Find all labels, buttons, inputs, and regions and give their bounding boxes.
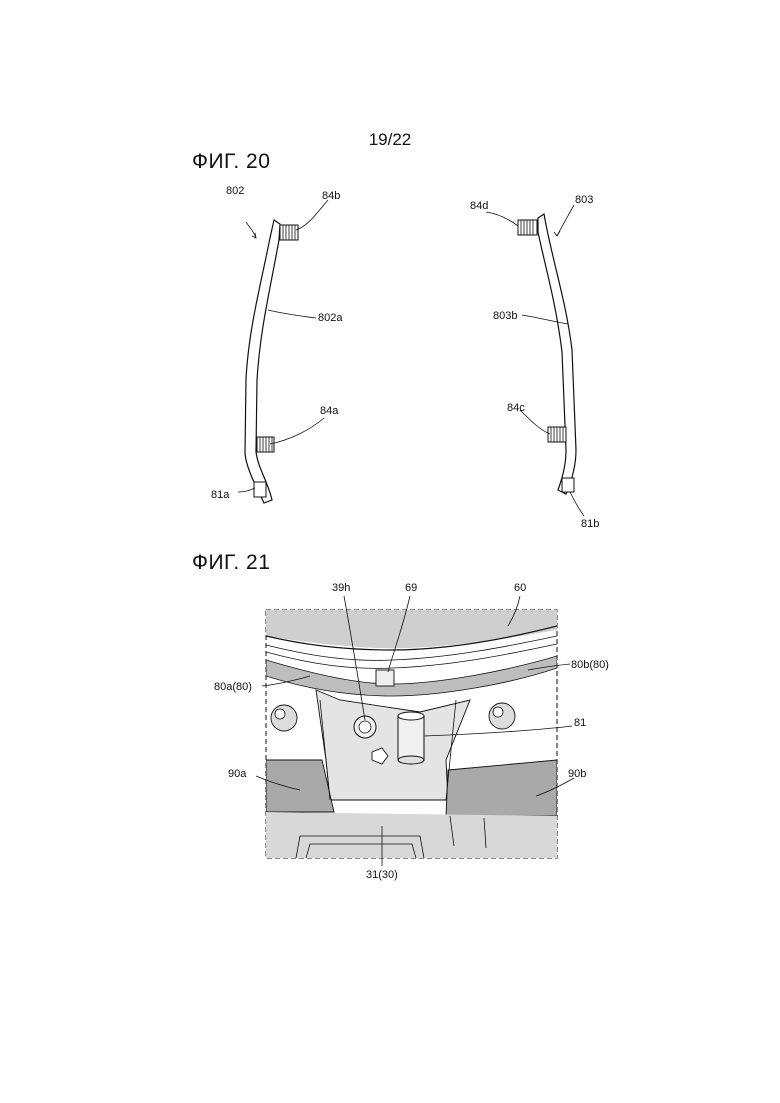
label-81a: 81a <box>211 489 230 501</box>
pin-81a <box>254 482 266 497</box>
figure-21-drawing <box>256 596 574 866</box>
coil-84c <box>548 427 566 442</box>
coil-84d <box>518 220 537 235</box>
label-90b: 90b <box>568 768 586 780</box>
figure-20-labels: 802 84b 802a 84a 81a 803 84d 803b 84c 81… <box>211 185 599 530</box>
label-84d: 84d <box>470 200 488 212</box>
label-31-30: 31(30) <box>366 869 398 881</box>
label-80b: 80b(80) <box>571 659 609 671</box>
label-803: 803 <box>575 194 593 206</box>
label-80a: 80a(80) <box>214 681 252 693</box>
coil-84b <box>280 225 298 240</box>
label-84c: 84c <box>507 402 525 414</box>
bar-803-body <box>538 214 576 494</box>
pin-81b <box>562 478 574 492</box>
label-802a: 802a <box>318 312 343 324</box>
label-802: 802 <box>226 185 244 197</box>
label-803b: 803b <box>493 310 517 322</box>
label-39h: 39h <box>332 582 350 594</box>
label-81b: 81b <box>581 518 599 530</box>
label-69: 69 <box>405 582 417 594</box>
coil-84a <box>257 437 274 452</box>
label-81: 81 <box>574 717 586 729</box>
label-60: 60 <box>514 582 526 594</box>
bar-803 <box>486 205 584 516</box>
label-84a: 84a <box>320 405 339 417</box>
bar-802 <box>238 200 328 503</box>
bar-802-body <box>245 220 280 503</box>
label-84b: 84b <box>322 190 340 202</box>
label-90a: 90a <box>228 768 247 780</box>
